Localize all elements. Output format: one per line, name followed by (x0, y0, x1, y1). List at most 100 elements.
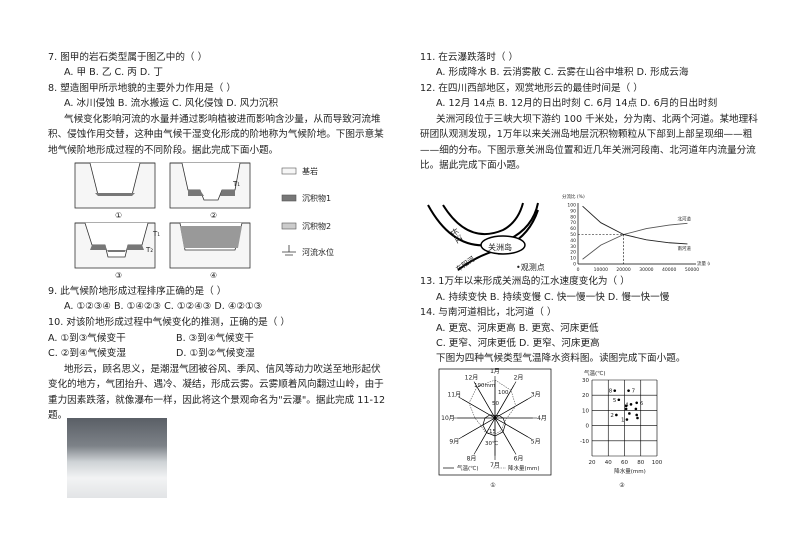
observation-point-label: •观测点 (516, 263, 545, 272)
data-point (636, 416, 639, 420)
data-point (617, 398, 621, 402)
y-tick-label: 90 (570, 208, 576, 214)
question-line: 13. 1万年以来形成关洲岛的江水速度变化为（ ） (420, 276, 630, 287)
month-label: 7月 (490, 462, 500, 469)
panel-label-4: ④ (210, 271, 217, 280)
paragraph-line: A. 甲 B. 乙 C. 丙 D. 丁 (64, 67, 163, 78)
y-tick-label: 0 (573, 262, 576, 268)
point-label: 6 (640, 401, 644, 407)
legend-temp: 气温(℃) (457, 464, 478, 472)
question-line: 比。据此完成下面小题。 (420, 160, 526, 171)
y-tick-label: 60 (570, 226, 576, 232)
y-tick-label: 40 (570, 238, 576, 244)
question-line: A. ①到③气候变干 (48, 333, 126, 344)
question-line: C. ②到④气候变湿 (48, 348, 126, 359)
series-label: 南河道 (677, 245, 691, 252)
y-tick-label: -10 (580, 439, 589, 445)
question-line: A. 形成降水 B. 云消雾散 C. 云雾在山谷中堆积 D. 形成云海 (436, 67, 689, 78)
tributary-label: 车阳河 (454, 254, 476, 273)
radar-scale-label: 100 (498, 390, 509, 396)
question-line: 关洲河段位于三峡大坝下游约 100 千米处，分为南、北两个河道。某地理科 (436, 114, 758, 125)
data-point (624, 404, 628, 408)
point-label: 1 (621, 418, 625, 424)
terrace-label: T₁ (232, 180, 240, 188)
question-line: 9. 此气候阶地形成过程排序正确的是（ ） (48, 286, 227, 297)
series-label: 北河道 (677, 215, 691, 222)
month-axis (458, 398, 528, 440)
panel-label-3: ③ (115, 271, 122, 280)
question-line: A. 更宽、河床更高 B. 更宽、河床更低 (436, 323, 599, 334)
y-tick-label: 20 (582, 393, 589, 399)
data-point (635, 401, 638, 405)
paragraph-line: 积、侵蚀作用交替，这种由气候干湿变化形成的阶地称为气候阶地。下图示意某 (48, 129, 384, 140)
point-label: 2 (610, 413, 614, 419)
climate-terrace-figure: ① ② ③ ④ T₁ T₁ T₂ 基岩 沉积物1 沉积物2 河流水位 (74, 162, 334, 280)
panel-label-1: ① (115, 211, 122, 220)
y-tick-label: 10 (582, 408, 589, 414)
x-tick-label: 40000 (662, 267, 676, 273)
question-line: 10. 对该阶地形成过程中气候变化的推测，正确的是（ ） (48, 317, 291, 328)
question-line: 题。 (48, 410, 68, 421)
question-line: B. ③到④气候变干 (176, 333, 254, 344)
climate-radar-chart: 1月2月3月4月5月6月7月8月9月10月11月12月190mm10050153… (438, 368, 552, 489)
month-label: 5月 (531, 439, 541, 446)
y-tick-label: 50 (570, 232, 576, 238)
x-tick-label: 40 (605, 460, 612, 466)
question-line: 14. 与南河道相比，北河道（ ） (420, 307, 557, 318)
x-tick-label: 0 (577, 267, 580, 273)
y-tick-label: 30 (570, 244, 576, 250)
data-point (635, 413, 638, 417)
water-level-icon (282, 245, 296, 256)
paragraph-line: A. 冰川侵蚀 B. 流水搬运 C. 风化侵蚀 D. 风力沉积 (64, 98, 279, 109)
paragraph-line: 地气候阶地形成过程的不同阶段。据此完成下面小题。 (48, 145, 279, 156)
month-label: 4月 (537, 415, 547, 422)
month-label: 8月 (467, 456, 477, 463)
data-point (627, 389, 630, 392)
guanzhou-island-map: 关洲岛 长江 车阳河 •观测点 (427, 202, 545, 274)
x-axis-label: 流量 (m³/s) (697, 260, 710, 267)
question-line: 地形云，顾名思义，是潮湿气团被谷风、季风、信风等动力吹送至地形起伏 (64, 364, 381, 375)
radar-scale-label: 15 (489, 429, 496, 435)
legend-sediment-2: 沉积物2 (302, 221, 331, 231)
island-label: 关洲岛 (488, 242, 512, 252)
question-line: A. 12月 14点 B. 12月的日出时刻 C. 6月 14点 D. 6月的日… (436, 98, 718, 109)
question-line: 变化的地方，气团抬升、遇冷、凝结，形成云雾。云雾顺着风向翻过山岭，由于 (48, 379, 384, 390)
data-point (625, 418, 629, 421)
month-axis (473, 385, 515, 455)
question-line: D. ①到②气候变湿 (176, 348, 255, 359)
month-label: 1月 (490, 368, 500, 375)
x-tick-label: 20000 (616, 267, 630, 273)
x-tick-label: 100 (652, 460, 663, 466)
y-tick-label: 100 (567, 203, 576, 209)
question-line: A. 持续变快 B. 持续变慢 C. 快一慢一快 D. 慢一快一慢 (436, 292, 670, 303)
question-line: ——细的分布。下图示意关洲岛位置和近几年关洲河段南、北河道年内流量分流 (420, 145, 756, 156)
data-point (615, 413, 618, 417)
question-line: C. 更窄、河床更低 D. 更窄、河床更高 (436, 338, 600, 349)
series-line-北河道 (582, 222, 688, 260)
y-tick-label: 0 (586, 424, 590, 430)
y-axis-label: 气温(℃) (584, 369, 605, 377)
precipitation-polygon (468, 379, 517, 435)
question-line: 重力因素跌落，就像瀑布一样，因此将这个景观命名为"云瀑"。据此完成 11-12 (48, 395, 386, 406)
x-tick-label: 60 (621, 460, 628, 466)
legend-water-level: 河流水位 (302, 247, 334, 257)
climate-scatter-chart: 气温(℃)20406080100-1001020308754621降水量(mm)… (580, 369, 663, 489)
month-label: 2月 (514, 374, 524, 381)
legend-prec: 降水量(mm) (508, 464, 540, 472)
question-line: 12. 在四川西部地区，观赏地形云的最佳时间是（ ） (420, 83, 643, 94)
data-point (624, 407, 628, 411)
temperature-polygon (482, 414, 506, 437)
question-line: 下图为四种气候类型气温降水资料图。读图完成下面小题。 (436, 353, 686, 364)
data-point (628, 412, 631, 415)
legend-sediment-1: 沉积物1 (302, 193, 331, 203)
month-label: 11月 (447, 392, 461, 399)
terrace-label: T₁ (152, 230, 160, 238)
question-line: 研团队观测发现，1万年以来关洲岛地层沉积物颗粒从下部到上部呈现细——粗 (420, 129, 753, 140)
question-line: 11. 在云瀑跌落时（ ） (420, 52, 519, 63)
data-point (613, 389, 617, 392)
month-label: 12月 (465, 374, 479, 381)
question-text: 8. 塑造图甲所示地貌的主要外力作用是（ ） (48, 83, 236, 94)
month-label: 3月 (531, 392, 541, 399)
